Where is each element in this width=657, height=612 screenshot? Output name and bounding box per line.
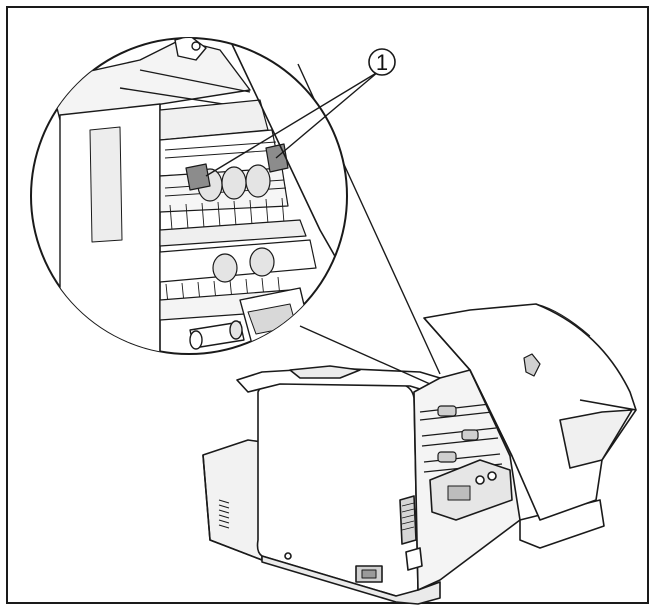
callout-leader-right: [275, 71, 379, 159]
roller-assembly: [159, 99, 317, 321]
callout-number: 1: [376, 50, 388, 75]
vent-grill: [218, 499, 230, 529]
callout-circle: [368, 48, 396, 76]
scanner-body: [202, 303, 637, 605]
callout-1: 1: [205, 48, 396, 177]
magnified-detail: [30, 37, 348, 355]
callout-leader-left: [205, 71, 379, 177]
inner-rollers: [419, 403, 503, 473]
left-roller-pad: [185, 163, 211, 191]
